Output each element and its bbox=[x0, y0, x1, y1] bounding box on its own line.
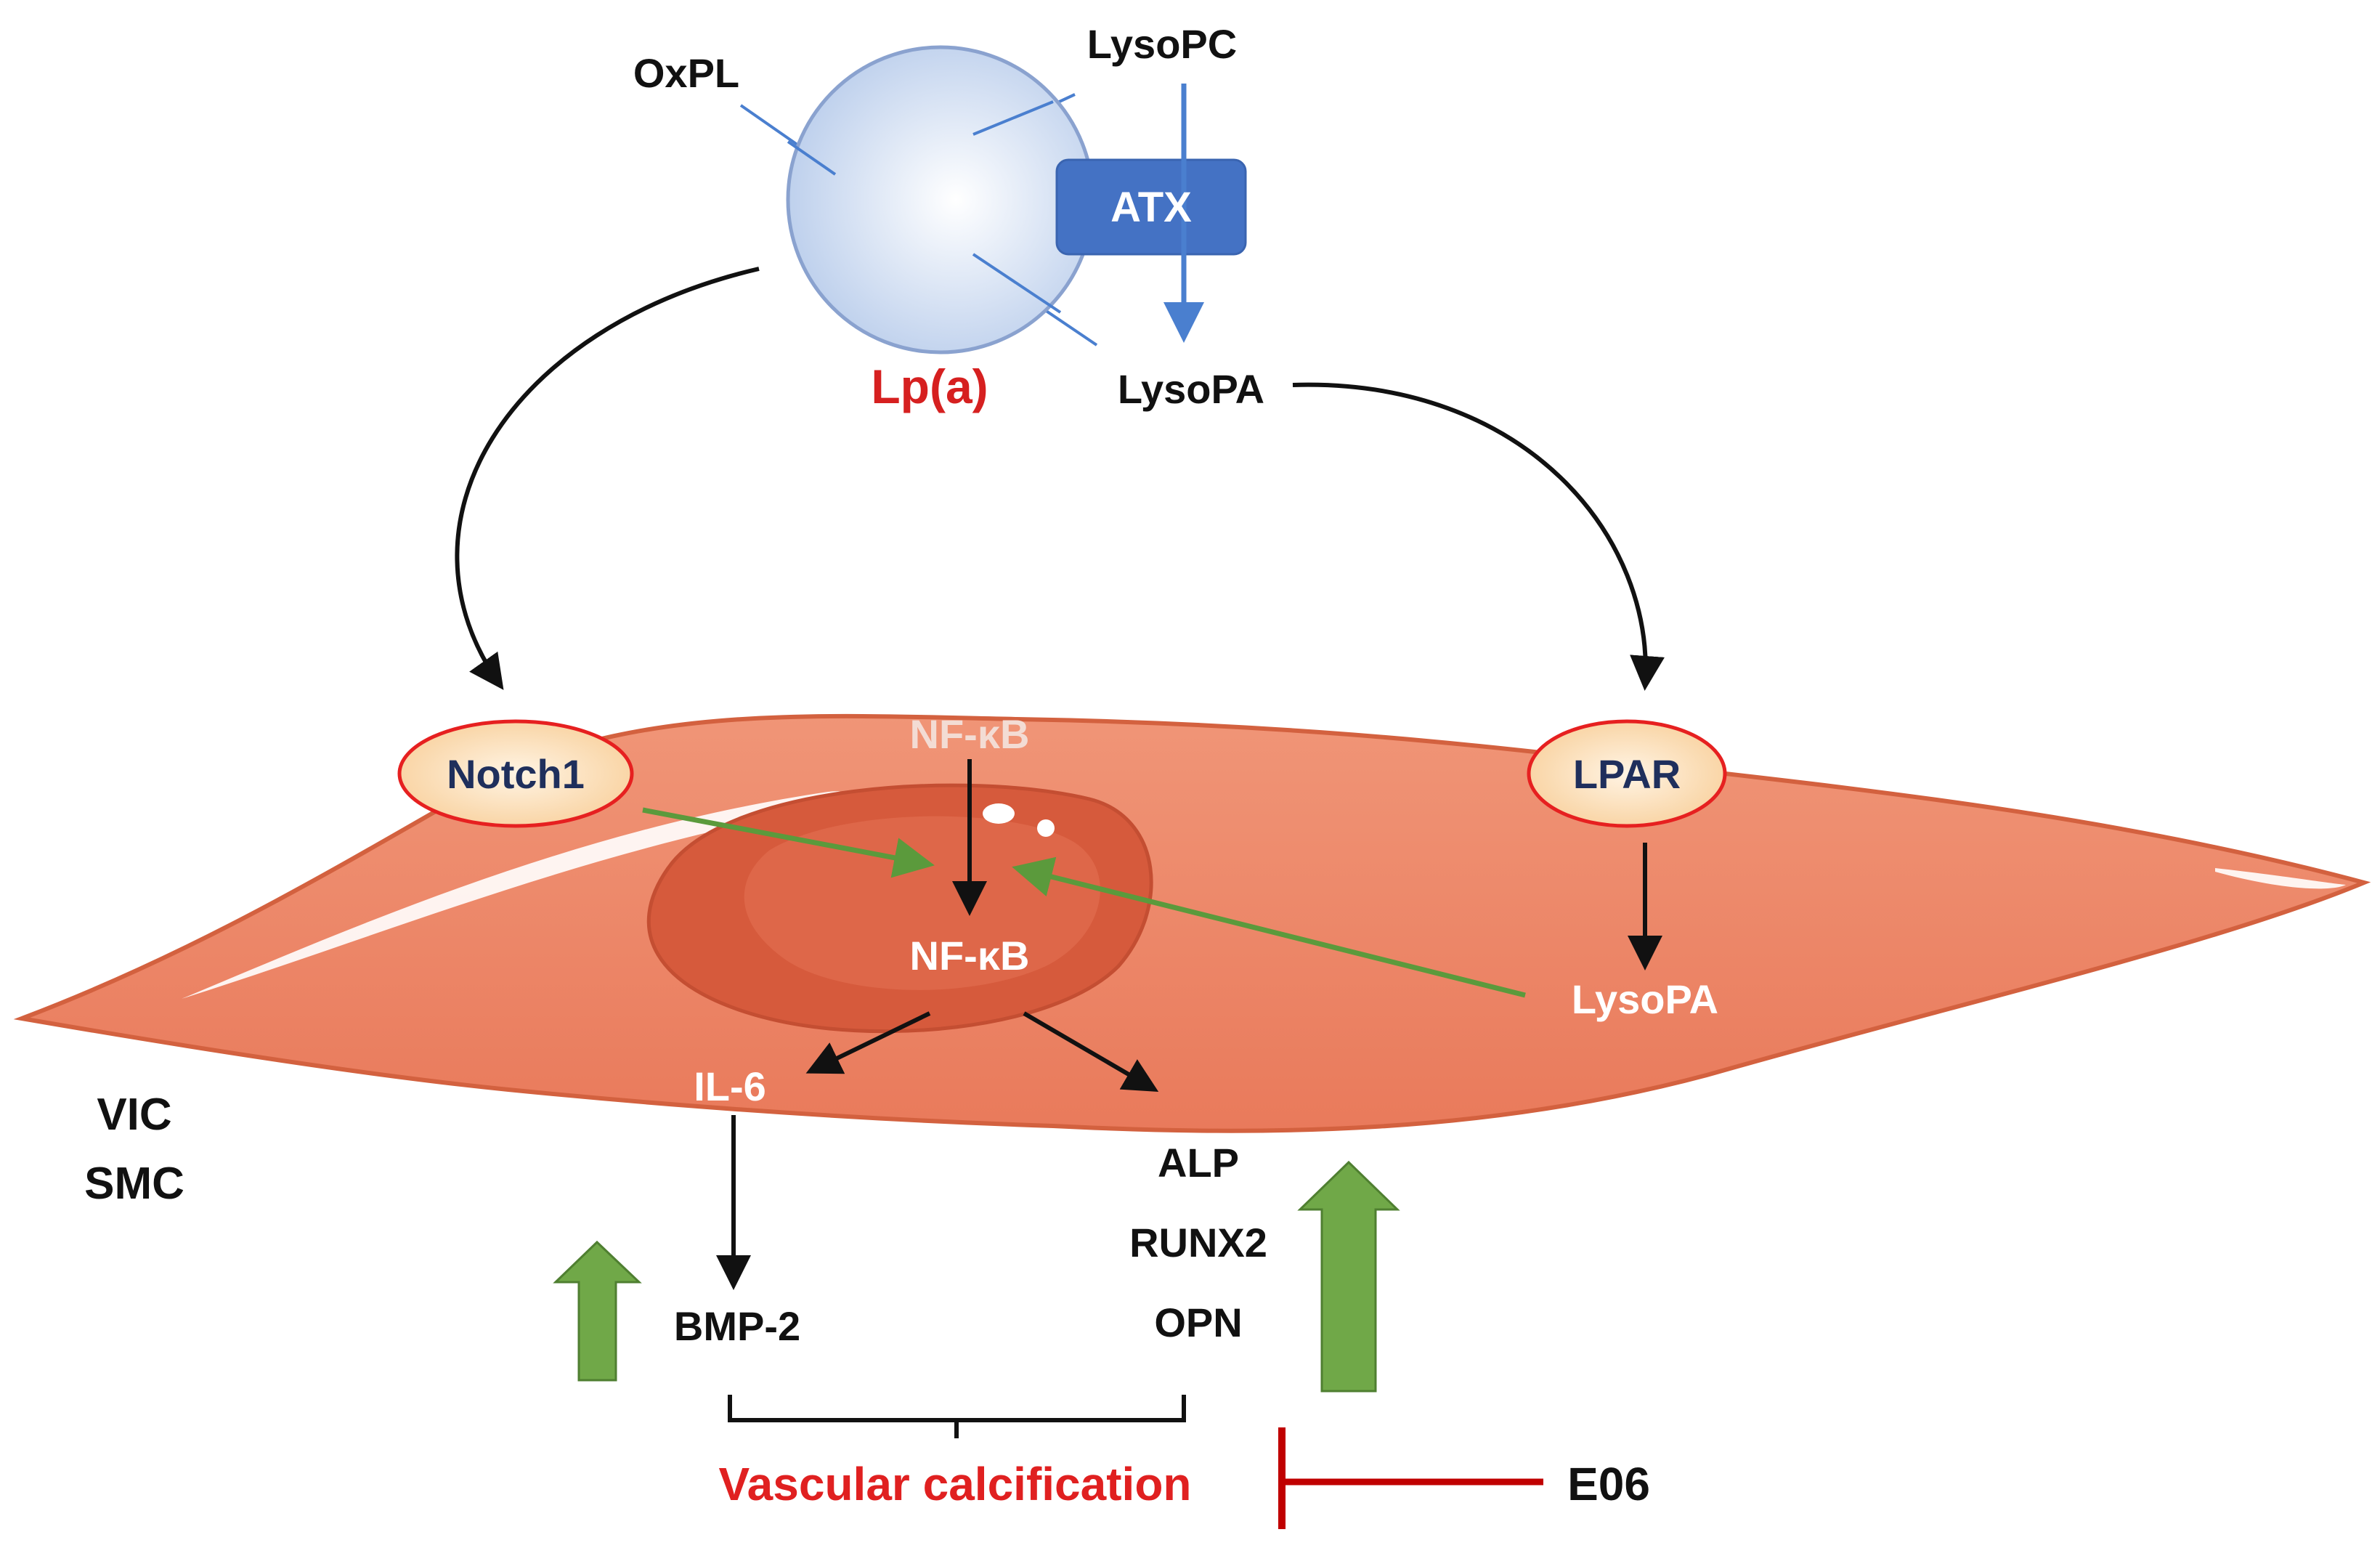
notch1-receptor bbox=[397, 719, 634, 828]
nucleolus-large bbox=[983, 803, 1015, 824]
oxpl-label: OxPL bbox=[633, 50, 739, 96]
nucleus-inner bbox=[744, 816, 1100, 990]
nfkb-nucleus-label: NF-κB bbox=[910, 933, 1030, 978]
arrow-lysopa-to-nfkb bbox=[1012, 856, 1526, 998]
lysopa-cell-label: LysoPA bbox=[1572, 976, 1718, 1022]
lipoprotein-lpa bbox=[739, 45, 1247, 354]
bmp2-label: BMP-2 bbox=[674, 1303, 800, 1349]
arrow-nfkb-to-alp bbox=[1023, 1011, 1159, 1093]
lysopc-label: LysoPC bbox=[1087, 21, 1237, 67]
lpa-particle bbox=[786, 45, 1095, 354]
arrow-notch1-to-nfkb bbox=[642, 807, 935, 878]
upregulation-arrow-small bbox=[553, 1240, 642, 1382]
cell-highlight-right bbox=[2215, 868, 2346, 889]
lpar-label: LPAR bbox=[1573, 751, 1681, 797]
arrow-lysopa-to-lpar bbox=[1292, 382, 1665, 691]
smooth-muscle-cell bbox=[13, 713, 2371, 1133]
e06-label: E06 bbox=[1567, 1458, 1650, 1510]
calcification-bracket bbox=[728, 1395, 1186, 1438]
runx2-label: RUNX2 bbox=[1129, 1220, 1267, 1265]
notch1-label: Notch1 bbox=[447, 751, 585, 797]
nucleolus-small bbox=[1037, 819, 1055, 837]
upregulation-arrow-large bbox=[1297, 1160, 1400, 1393]
vic-label: VIC bbox=[97, 1090, 171, 1140]
arrow-lpa-to-notch1 bbox=[455, 267, 760, 690]
atx-label: ATX bbox=[1110, 184, 1192, 231]
lpar-receptor bbox=[1527, 719, 1727, 828]
il6-label: IL-6 bbox=[694, 1063, 766, 1109]
atx-enzyme bbox=[1055, 158, 1247, 256]
nfkb-top-label: NF-κB bbox=[910, 711, 1030, 757]
lysopa-top-label: LysoPA bbox=[1118, 366, 1264, 412]
arrow-nfkb-to-il6 bbox=[805, 1011, 931, 1074]
smc-label: SMC bbox=[84, 1159, 184, 1209]
lpa-label: Lp(a) bbox=[871, 360, 988, 413]
opn-label: OPN bbox=[1154, 1300, 1242, 1345]
alp-label: ALP bbox=[1158, 1140, 1239, 1186]
vascular-calcification-label: Vascular calcification bbox=[719, 1458, 1192, 1510]
cell-body bbox=[13, 713, 2371, 1133]
